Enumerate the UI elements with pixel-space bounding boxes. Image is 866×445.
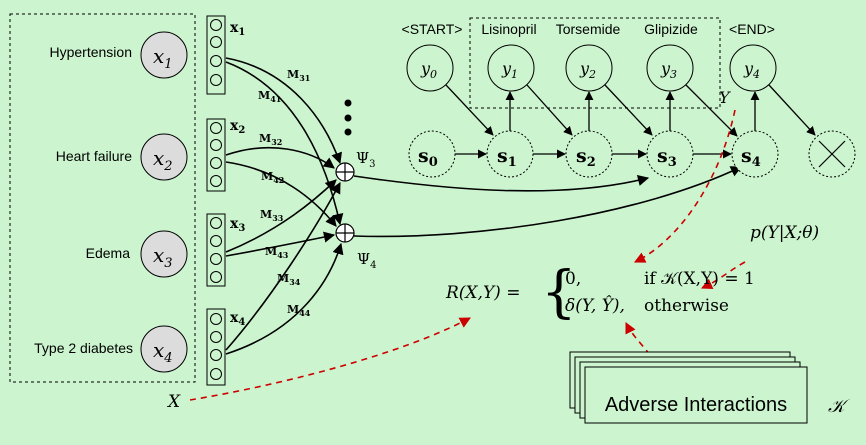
svg-text:s0: s0 (418, 145, 438, 170)
svg-text:M43: M43 (265, 245, 289, 260)
input-node: x4 (140, 325, 188, 373)
svg-text:M42: M42 (261, 170, 284, 185)
svg-text:{: { (541, 260, 577, 325)
svg-text:M41: M41 (258, 89, 281, 104)
svg-text:s2: s2 (576, 145, 596, 170)
embedding-label: x4 (230, 310, 245, 328)
likelihood-label: p(Y|X;θ) (750, 223, 819, 243)
output-nodes (406, 44, 777, 92)
svg-text:M31: M31 (287, 68, 310, 83)
svg-text:s1: s1 (497, 145, 517, 170)
input-box (9, 13, 196, 383)
embedding-label: x3 (230, 216, 245, 234)
k-label: 𝒦 (828, 396, 850, 417)
token-label: <END> (729, 21, 775, 37)
token-label: Glipizide (644, 21, 698, 37)
diagnosis-label: Type 2 diabetes (34, 340, 133, 356)
diagnosis-label: Heart failure (56, 148, 132, 164)
embedding-vector (206, 15, 226, 95)
psi3-to-s3-edge (353, 175, 650, 192)
svg-text:otherwise: otherwise (644, 296, 729, 316)
terminal-cross-icon (818, 140, 846, 168)
svg-text:M33: M33 (260, 208, 284, 223)
feedback-edges (445, 84, 816, 137)
sum-node (335, 223, 355, 243)
embedding-label: x2 (230, 118, 245, 136)
embedding-label: x1 (230, 20, 245, 38)
embedding-vector (206, 213, 226, 287)
svg-text:y0: y0 (420, 59, 437, 81)
input-node: x3 (140, 230, 188, 278)
output-node-labels: y0 y1 y2 y3 y4 (420, 59, 760, 81)
weight-labels: M31 M41 M32 M42 M33 M43 M34 M44 (258, 68, 311, 318)
reward-equation: R(X,Y) = { 0, δ(Y, Ŷ), if 𝒦(X,Y) = 1 oth… (445, 260, 755, 325)
token-label: <START> (402, 21, 463, 37)
output-box (469, 17, 721, 109)
token-label: Torsemide (556, 21, 621, 37)
svg-text:0,: 0, (565, 269, 581, 289)
output-tokens: <START> Lisinopril Torsemide Glipizide <… (402, 21, 775, 37)
svg-text:x2: x2 (153, 146, 173, 174)
weight-edges (225, 57, 344, 355)
svg-text:R(X,Y) =: R(X,Y) = (445, 283, 520, 303)
svg-text:y1: y1 (501, 59, 518, 81)
adverse-interactions-label: Adverse Interactions (605, 394, 787, 416)
sum-node (335, 162, 355, 182)
psi-label: Ψ4 (357, 250, 377, 271)
svg-text:x4: x4 (153, 338, 173, 366)
svg-text:M44: M44 (287, 303, 311, 318)
psi4-to-s4-edge (353, 166, 743, 238)
ellipsis-dots (344, 99, 352, 136)
svg-text:s3: s3 (657, 145, 677, 170)
embedding-vector (206, 118, 226, 192)
svg-text:y4: y4 (743, 59, 760, 81)
psi-label: Ψ3 (356, 149, 376, 170)
svg-text:M32: M32 (259, 132, 282, 147)
svg-text:δ(Y, Ŷ),: δ(Y, Ŷ), (565, 295, 625, 316)
diagnosis-label: Edema (86, 245, 131, 261)
svg-text:y3: y3 (660, 59, 677, 81)
y-label: Y (719, 88, 731, 107)
emission-edges (505, 91, 760, 131)
input-node: x2 (140, 133, 188, 181)
svg-text:x1: x1 (153, 44, 173, 72)
svg-text:x3: x3 (153, 243, 173, 271)
x-label: X (166, 392, 181, 412)
svg-text:s4: s4 (741, 145, 761, 170)
state-node-labels: s0 s1 s2 s3 s4 (418, 145, 761, 170)
svg-text:M34: M34 (277, 272, 301, 287)
embedding-vector (206, 308, 226, 386)
svg-text:y2: y2 (579, 59, 596, 81)
svg-text:if 𝒦(X,Y) = 1: if 𝒦(X,Y) = 1 (644, 269, 755, 289)
adverse-interactions-stack (569, 351, 808, 424)
input-node: x1 (140, 31, 188, 79)
diagnosis-label: Hypertension (50, 44, 133, 60)
token-label: Lisinopril (481, 21, 536, 37)
